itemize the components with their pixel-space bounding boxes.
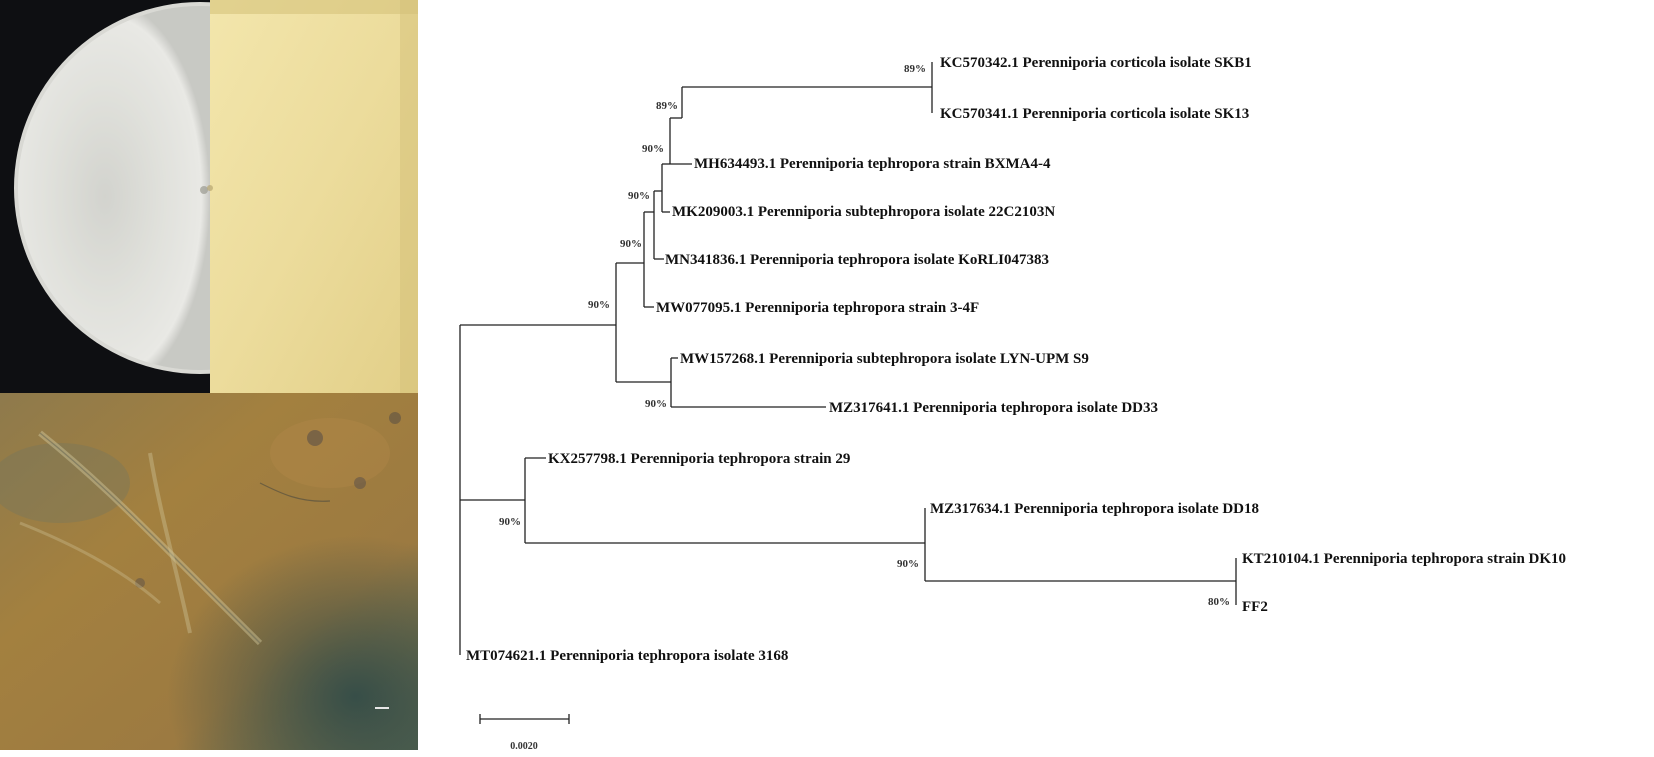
bootstrap-support-values: 89% 89% 90% 90% 90% 90% 90% 90% 90% 80% [499, 63, 1230, 608]
scale-bar: 0.0020 [479, 714, 570, 752]
taxon-label: KC570341.1 Perenniporia corticola isolat… [940, 106, 1249, 122]
hyphae-micrograph-photo [0, 393, 418, 750]
bootstrap-value: 80% [1208, 596, 1230, 608]
petri-dish-photo [0, 0, 418, 393]
bootstrap-value: 89% [656, 100, 678, 112]
taxon-label: KX257798.1 Perenniporia tephropora strai… [548, 451, 850, 467]
tree-branches [459, 62, 1237, 655]
taxon-label: FF2 [1242, 599, 1268, 615]
bootstrap-value: 90% [588, 299, 610, 311]
taxon-label: MW157268.1 Perenniporia subtephropora is… [680, 351, 1089, 367]
taxon-label: MT074621.1 Perenniporia tephropora isola… [466, 648, 788, 664]
bootstrap-value: 90% [620, 238, 642, 250]
taxon-label: KT210104.1 Perenniporia tephropora strai… [1242, 551, 1566, 567]
taxon-label: MN341836.1 Perenniporia tephropora isola… [665, 252, 1049, 268]
taxon-labels: KC570342.1 Perenniporia corticola isolat… [466, 55, 1566, 664]
bootstrap-value: 90% [642, 143, 664, 155]
bootstrap-value: 90% [499, 516, 521, 528]
taxon-label: MH634493.1 Perenniporia tephropora strai… [694, 156, 1051, 172]
taxon-label: MZ317634.1 Perenniporia tephropora isola… [930, 501, 1259, 517]
bootstrap-value: 89% [904, 63, 926, 75]
bootstrap-value: 90% [897, 558, 919, 570]
photo-panel [0, 0, 418, 757]
bootstrap-value: 90% [628, 190, 650, 202]
bootstrap-value: 90% [645, 398, 667, 410]
taxon-label: MZ317641.1 Perenniporia tephropora isola… [829, 400, 1158, 416]
taxon-label: MW077095.1 Perenniporia tephropora strai… [656, 300, 979, 316]
taxon-label: MK209003.1 Perenniporia subtephropora is… [672, 204, 1055, 220]
scale-bar-label: 0.0020 [510, 741, 538, 752]
phylogenetic-tree: KC570342.1 Perenniporia corticola isolat… [418, 0, 1654, 757]
taxon-label: KC570342.1 Perenniporia corticola isolat… [940, 55, 1252, 71]
